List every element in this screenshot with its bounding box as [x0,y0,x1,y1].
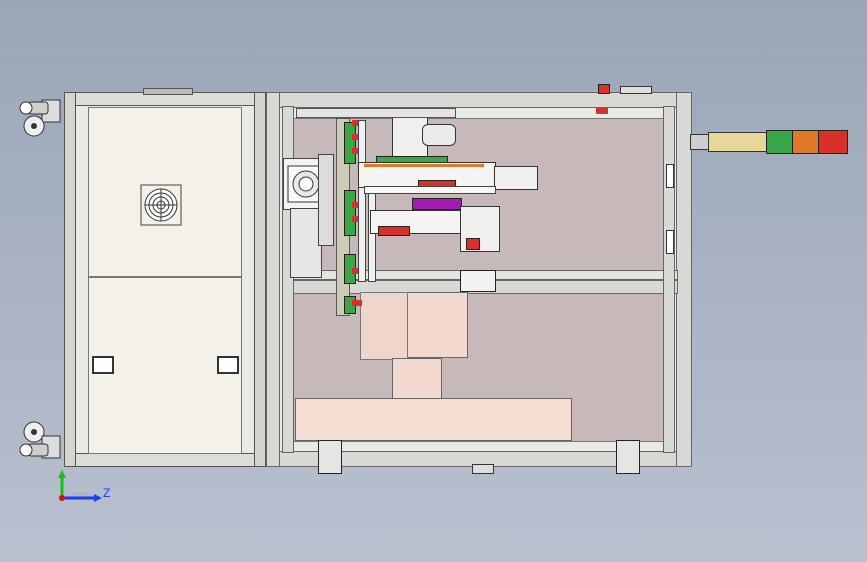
sensor-block-2 [344,190,356,236]
actuator-motor-upper [494,166,538,190]
gripper-top-bar [296,108,456,118]
right-left-post [266,92,280,467]
bottom-center-tab [472,464,494,474]
signal-tower-body [708,132,768,152]
signal-light-red [818,130,848,154]
cooling-fan-icon [140,184,182,226]
red-connector-3 [352,148,362,154]
bottom-hinge-right [616,440,640,474]
actuator-rod [364,186,496,194]
caster-wheel-bottom-icon [19,421,61,459]
actuator-stripe [364,164,484,167]
sensor-block-1 [344,122,356,164]
left-cabinet-bottom-rail [64,453,266,467]
guide-post-left [358,120,366,282]
top-frame-knob[interactable] [620,86,652,94]
inner-right-beam [663,106,675,453]
z-axis-label: Z [103,486,111,500]
actuator-red-sensor-2 [466,238,480,250]
view-triad-icon [58,470,102,502]
motor-mount-plate [318,154,334,246]
top-red-button[interactable] [598,84,610,94]
right-top-rail [266,92,692,108]
signal-light-orange [792,130,820,154]
red-connector-5 [352,216,362,222]
product-mold-neck [392,358,442,402]
product-mold-step [360,292,408,360]
right-door-handle[interactable] [217,356,239,374]
signal-light-green [766,130,794,154]
guide-post-right [368,190,376,282]
red-connector-2 [352,134,362,140]
actuator-red-sensor-1 [378,226,410,236]
actuator-magenta-rail [412,198,462,210]
side-latch-1[interactable] [666,164,674,188]
left-cabinet-right-post [254,92,266,467]
product-mold-base [295,398,572,441]
top-bracket [143,88,193,95]
red-connector-6 [352,268,362,274]
side-latch-2[interactable] [666,230,674,254]
gripper-fitting [422,124,456,146]
middle-clamp[interactable] [460,270,496,292]
red-connector-1 [352,120,362,126]
caster-wheel-top-icon [19,99,61,137]
left-cabinet-left-post [64,92,76,467]
red-connector-4 [352,202,362,208]
top-red-mark [596,108,608,114]
red-connector-7 [352,300,362,306]
signal-tower-mount [690,134,710,150]
left-door-handle[interactable] [92,356,114,374]
bottom-hinge-left [318,440,342,474]
